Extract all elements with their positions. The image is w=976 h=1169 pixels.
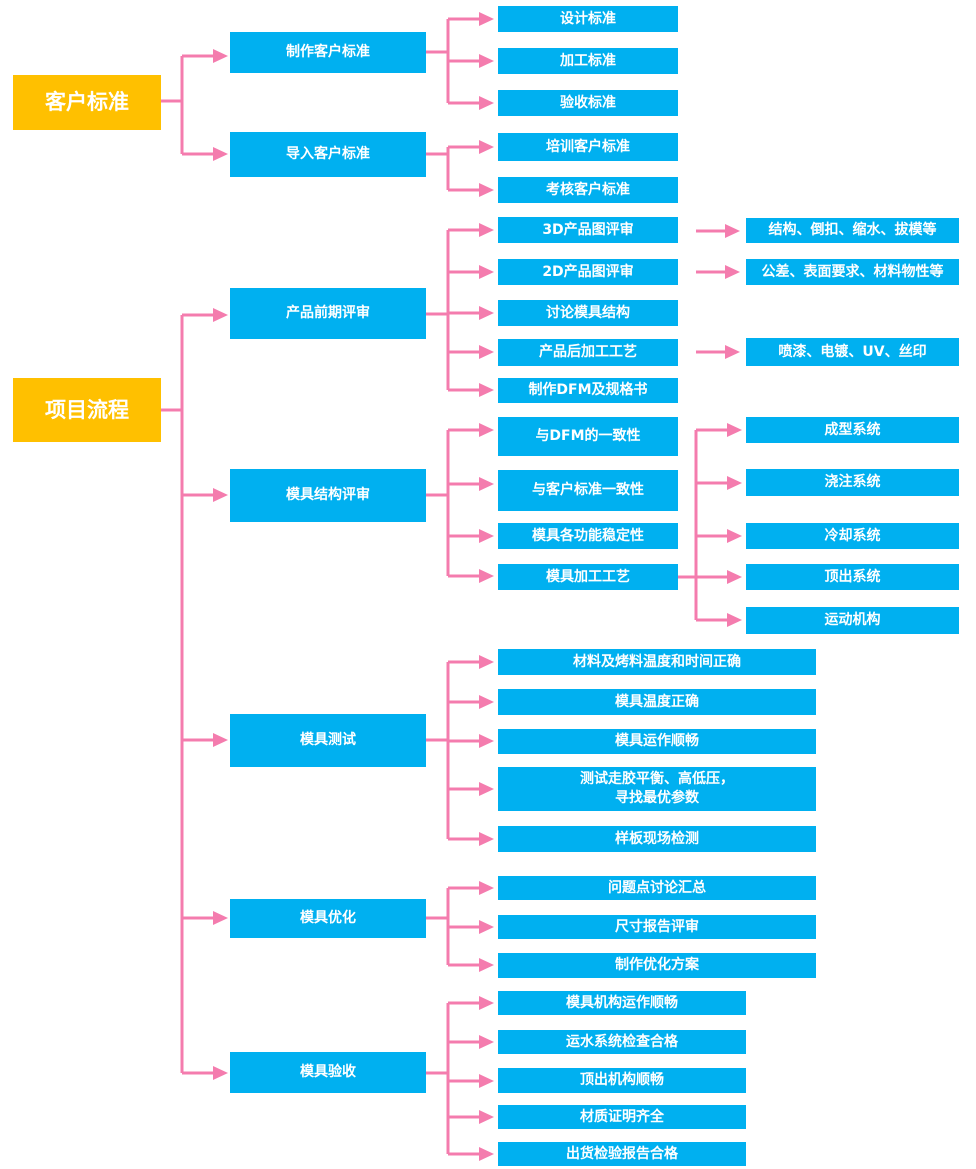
node-flow-balance: 测试走胶平衡、高低压， 寻找最优参数 [498, 767, 816, 811]
arrow-head-icon [479, 655, 494, 669]
arrow-head-icon [479, 569, 494, 583]
node-ejection-system: 顶出系统 [746, 564, 959, 590]
arrow-head-icon [213, 911, 228, 925]
arrow-head-icon [479, 96, 494, 110]
node-make-dfm: 制作DFM及规格书 [498, 378, 678, 403]
arrow-head-icon [479, 695, 494, 709]
arrow-head-icon [727, 423, 742, 437]
node-post-processing-detail: 喷漆、电镀、UV、丝印 [746, 338, 959, 366]
node-discuss-mold-structure: 讨论模具结构 [498, 300, 678, 326]
node-mold-optimization: 模具优化 [230, 899, 426, 938]
node-issue-summary: 问题点讨论汇总 [498, 876, 816, 900]
node-design-standard: 设计标准 [498, 6, 678, 32]
node-optimization-plan: 制作优化方案 [498, 953, 816, 978]
node-motion-mechanism: 运动机构 [746, 607, 959, 634]
arrow-head-icon [213, 488, 228, 502]
arrow-head-icon [213, 147, 228, 161]
arrow-head-icon [479, 1074, 494, 1088]
arrow-head-icon [725, 224, 740, 238]
node-ejection-smooth: 顶出机构顺畅 [498, 1068, 746, 1093]
arrow-head-icon [727, 613, 742, 627]
root-customer-standard: 客户标准 [13, 75, 161, 130]
arrow-head-icon [479, 140, 494, 154]
node-mold-test: 模具测试 [230, 714, 426, 767]
node-dfm-consistency: 与DFM的一致性 [498, 417, 678, 456]
arrow-head-icon [479, 734, 494, 748]
arrow-head-icon [479, 881, 494, 895]
arrow-head-icon [479, 1147, 494, 1161]
node-cooling-system: 冷却系统 [746, 523, 959, 549]
arrow-head-icon [479, 223, 494, 237]
arrow-head-icon [479, 423, 494, 437]
arrow-head-icon [479, 54, 494, 68]
node-forming-system: 成型系统 [746, 417, 959, 443]
arrow-head-icon [479, 832, 494, 846]
node-mold-temperature: 模具温度正确 [498, 689, 816, 715]
arrow-head-icon [479, 1035, 494, 1049]
node-dimension-report: 尺寸报告评审 [498, 915, 816, 939]
node-material-certificate: 材质证明齐全 [498, 1105, 746, 1129]
arrow-head-icon [479, 958, 494, 972]
node-product-pre-review: 产品前期评审 [230, 288, 426, 339]
node-processing-standard: 加工标准 [498, 48, 678, 74]
arrow-head-icon [213, 308, 228, 322]
node-mold-acceptance: 模具验收 [230, 1052, 426, 1093]
arrow-head-icon [727, 476, 742, 490]
node-2d-review-detail: 公差、表面要求、材料物性等 [746, 259, 959, 285]
arrow-head-icon [479, 306, 494, 320]
node-material-temperature: 材料及烤料温度和时间正确 [498, 649, 816, 675]
node-function-stability: 模具各功能稳定性 [498, 523, 678, 549]
node-sample-inspection: 样板现场检测 [498, 826, 816, 852]
arrow-head-icon [479, 183, 494, 197]
node-customer-consistency: 与客户标准一致性 [498, 470, 678, 511]
node-mold-operation: 模具运作顺畅 [498, 729, 816, 754]
arrow-head-icon [213, 733, 228, 747]
node-mechanism-operation: 模具机构运作顺畅 [498, 991, 746, 1015]
arrow-head-icon [479, 345, 494, 359]
arrow-head-icon [727, 570, 742, 584]
node-shipping-report: 出货检验报告合格 [498, 1142, 746, 1166]
arrow-head-icon [479, 477, 494, 491]
node-acceptance-standard: 验收标准 [498, 90, 678, 116]
node-mold-machining: 模具加工工艺 [498, 564, 678, 590]
arrow-head-icon [725, 265, 740, 279]
node-post-processing: 产品后加工工艺 [498, 339, 678, 366]
arrow-head-icon [213, 49, 228, 63]
node-train-customer-standard: 培训客户标准 [498, 133, 678, 161]
arrow-head-icon [479, 12, 494, 26]
arrow-head-icon [479, 920, 494, 934]
node-mold-structure-review: 模具结构评审 [230, 469, 426, 522]
arrow-head-icon [479, 996, 494, 1010]
arrow-head-icon [479, 265, 494, 279]
node-2d-drawing-review: 2D产品图评审 [498, 259, 678, 285]
node-3d-review-detail: 结构、倒扣、缩水、拔模等 [746, 218, 959, 243]
arrow-head-icon [727, 529, 742, 543]
node-import-customer-standard: 导入客户标准 [230, 132, 426, 177]
node-assess-customer-standard: 考核客户标准 [498, 177, 678, 203]
arrow-head-icon [479, 1110, 494, 1124]
node-pouring-system: 浇注系统 [746, 469, 959, 496]
arrow-head-icon [725, 345, 740, 359]
arrow-head-icon [479, 782, 494, 796]
root-project-process: 项目流程 [13, 378, 161, 442]
node-make-customer-standard: 制作客户标准 [230, 32, 426, 73]
arrow-head-icon [479, 529, 494, 543]
node-water-system: 运水系统检查合格 [498, 1030, 746, 1054]
node-3d-drawing-review: 3D产品图评审 [498, 217, 678, 243]
arrow-head-icon [213, 1066, 228, 1080]
arrow-head-icon [479, 383, 494, 397]
